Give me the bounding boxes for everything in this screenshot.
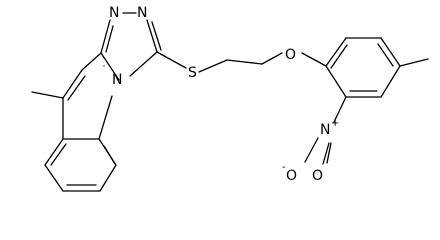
structure-canvas: N N N S O N + O O - bbox=[31, 5, 429, 192]
atom-nitro-nitrogen: N bbox=[320, 122, 330, 138]
benzo-ring bbox=[44, 138, 117, 192]
nitro-plus-charge: + bbox=[331, 118, 339, 129]
atom-sulfur: S bbox=[188, 65, 197, 81]
molecule-structure: N N N S O N + O O - bbox=[31, 5, 429, 192]
triazole-ring bbox=[100, 12, 162, 77]
nitro-bonds bbox=[304, 96, 347, 165]
nitrophenyl-ring bbox=[325, 37, 401, 98]
atom-nitro-oxygen-single: O bbox=[286, 168, 297, 184]
pyridine-ring bbox=[62, 52, 120, 140]
methyl-bond-quinoline bbox=[31, 91, 64, 99]
atom-nitro-oxygen-double: O bbox=[312, 168, 323, 184]
atom-n-bridge: N bbox=[112, 72, 122, 88]
atom-ether-oxygen: O bbox=[285, 47, 296, 63]
thioethyl-chain bbox=[156, 51, 327, 73]
atom-n-triazole-a: N bbox=[109, 5, 119, 21]
atom-n-triazole-b: N bbox=[137, 5, 147, 21]
methyl-bond-phenyl bbox=[399, 58, 429, 67]
nitro-minus-charge: - bbox=[282, 162, 286, 173]
